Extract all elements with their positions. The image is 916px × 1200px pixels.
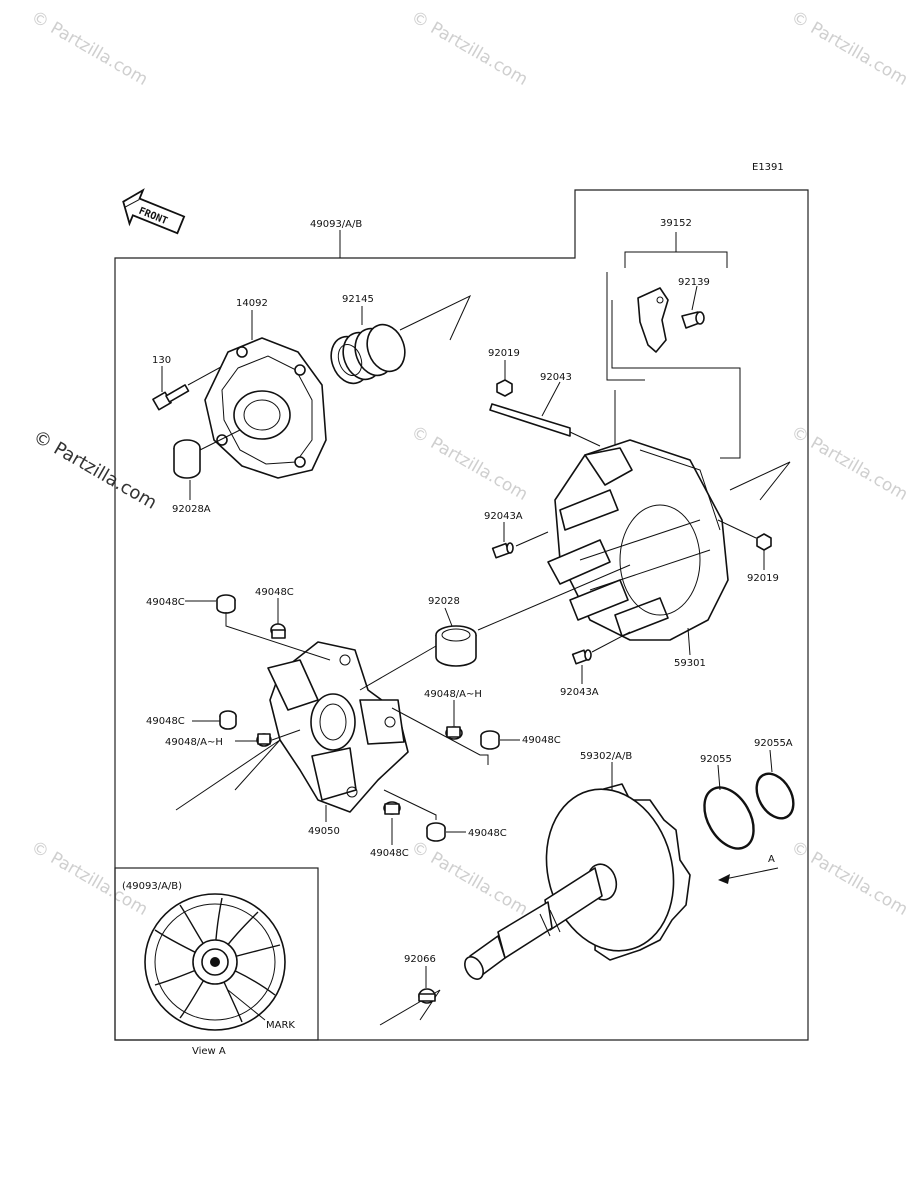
label-49093[interactable]: 49093/A/B <box>310 219 362 230</box>
label-49048C-f[interactable]: 49048C <box>468 828 507 839</box>
o-ring-92055[interactable] <box>694 779 763 857</box>
spring-92145[interactable] <box>325 319 411 388</box>
pin-92043A-left[interactable] <box>491 542 514 559</box>
leader-line <box>569 431 601 447</box>
fixed-sheave-59302[interactable] <box>461 775 691 983</box>
label-92066[interactable]: 92066 <box>404 954 436 965</box>
diagram-code: E1391 <box>752 162 784 173</box>
leader-line <box>769 749 773 773</box>
leader-line <box>719 867 779 881</box>
label-39152[interactable]: 39152 <box>660 218 692 229</box>
watermark: © Partzilla.com <box>28 837 152 920</box>
shoe-49048AH-a[interactable] <box>256 733 272 747</box>
label-49048C-d[interactable]: 49048C <box>522 735 561 746</box>
leader-line <box>359 645 437 691</box>
label-92139[interactable]: 92139 <box>678 277 710 288</box>
nut-92019-top[interactable] <box>496 379 513 397</box>
slider-49048C-d[interactable] <box>480 730 500 750</box>
label-92028[interactable]: 92028 <box>428 596 460 607</box>
watermark: © Partzilla.com <box>28 7 152 90</box>
leader-line <box>729 461 791 501</box>
label-92145[interactable]: 92145 <box>342 294 374 305</box>
bushing-92028[interactable] <box>435 625 477 667</box>
label-49048C-e[interactable]: 49048C <box>370 848 409 859</box>
bushing-92028A[interactable] <box>173 439 201 479</box>
leader-box <box>606 272 645 381</box>
watermark: © Partzilla.com <box>408 837 532 920</box>
label-14092[interactable]: 14092 <box>236 298 268 309</box>
view-arrow-icon <box>718 874 730 884</box>
leader-line <box>391 707 489 765</box>
leader-line <box>379 989 441 1026</box>
watermark: © Partzilla.com <box>788 7 912 90</box>
label-49050[interactable]: 49050 <box>308 826 340 837</box>
view-caption: View A <box>192 1046 226 1057</box>
watermark: © Partzilla.com <box>788 837 912 920</box>
leader-line <box>399 294 472 341</box>
label-130[interactable]: 130 <box>152 355 171 366</box>
label-49048C-a[interactable]: 49048C <box>146 597 185 608</box>
label-92043A-bottom[interactable]: 92043A <box>560 687 599 698</box>
leader-line <box>227 989 266 1021</box>
cover-plate-14092[interactable] <box>204 337 327 479</box>
leader-line <box>515 531 549 547</box>
slider-49048C-e[interactable] <box>383 801 401 815</box>
leader-line <box>225 612 331 661</box>
watermark-dark: © Partzilla.com <box>30 426 161 514</box>
leader-line <box>444 607 453 627</box>
label-92019-right[interactable]: 92019 <box>747 573 779 584</box>
leader-box <box>610 300 741 459</box>
label-59302[interactable]: 59302/A/B <box>580 751 632 762</box>
leader-line <box>717 519 757 539</box>
slider-49048C-c[interactable] <box>219 710 237 730</box>
front-arrow-icon: FRONT <box>122 188 186 235</box>
mark-label: MARK <box>266 1020 295 1031</box>
leader-line <box>591 631 631 653</box>
label-59301[interactable]: 59301 <box>674 658 706 669</box>
label-49048AH-a[interactable]: 49048/A~H <box>424 689 482 700</box>
watermark: © Partzilla.com <box>788 422 912 505</box>
o-ring-92055A[interactable] <box>749 767 801 825</box>
leader-line <box>477 564 631 631</box>
leader-line <box>691 285 698 311</box>
slider-49048C-b[interactable] <box>270 623 286 639</box>
roller-92139[interactable] <box>681 311 705 329</box>
slider-49048C-a[interactable] <box>216 594 236 614</box>
leader-line <box>717 764 721 791</box>
slider-49048C-f[interactable] <box>426 822 446 842</box>
label-92028A[interactable]: 92028A <box>172 504 211 515</box>
leader-line <box>541 381 561 417</box>
spider-49050[interactable] <box>267 641 409 813</box>
label-49048C-c[interactable]: 49048C <box>146 716 185 727</box>
label-49048C-b[interactable]: 49048C <box>255 587 294 598</box>
watermark: © Partzilla.com <box>408 422 532 505</box>
watermark: © Partzilla.com <box>408 7 532 90</box>
bolt-130[interactable] <box>152 384 190 411</box>
cap-92066[interactable] <box>418 988 436 1004</box>
label-92043A-left[interactable]: 92043A <box>484 511 523 522</box>
movable-sheave-59301[interactable] <box>547 439 729 641</box>
bracket-39152 <box>624 251 728 268</box>
view-box-title: (49093/A/B) <box>122 881 182 892</box>
leader-line <box>175 739 281 811</box>
view-a-sheave-drawing <box>144 893 286 1031</box>
leader-line <box>271 729 301 741</box>
view-a-frame <box>114 867 319 1041</box>
shoe-49048AH-b[interactable] <box>445 726 463 740</box>
label-92055[interactable]: 92055 <box>700 754 732 765</box>
label-92019-top[interactable]: 92019 <box>488 348 520 359</box>
leader-line <box>687 627 691 656</box>
label-49048AH-b[interactable]: 49048/A~H <box>165 737 223 748</box>
view-arrow-label: A <box>768 854 775 865</box>
leader-line <box>199 429 241 451</box>
watermarks: © Partzilla.com © Partzilla.com © Partzi… <box>28 7 912 920</box>
weight-39152[interactable] <box>637 287 669 353</box>
pin-92043A-bottom[interactable] <box>571 649 592 665</box>
label-92055A[interactable]: 92055A <box>754 738 793 749</box>
nut-92019-right[interactable] <box>756 533 772 551</box>
pin-92043[interactable] <box>489 403 571 437</box>
leader-line <box>383 789 437 820</box>
label-92043[interactable]: 92043 <box>540 372 572 383</box>
